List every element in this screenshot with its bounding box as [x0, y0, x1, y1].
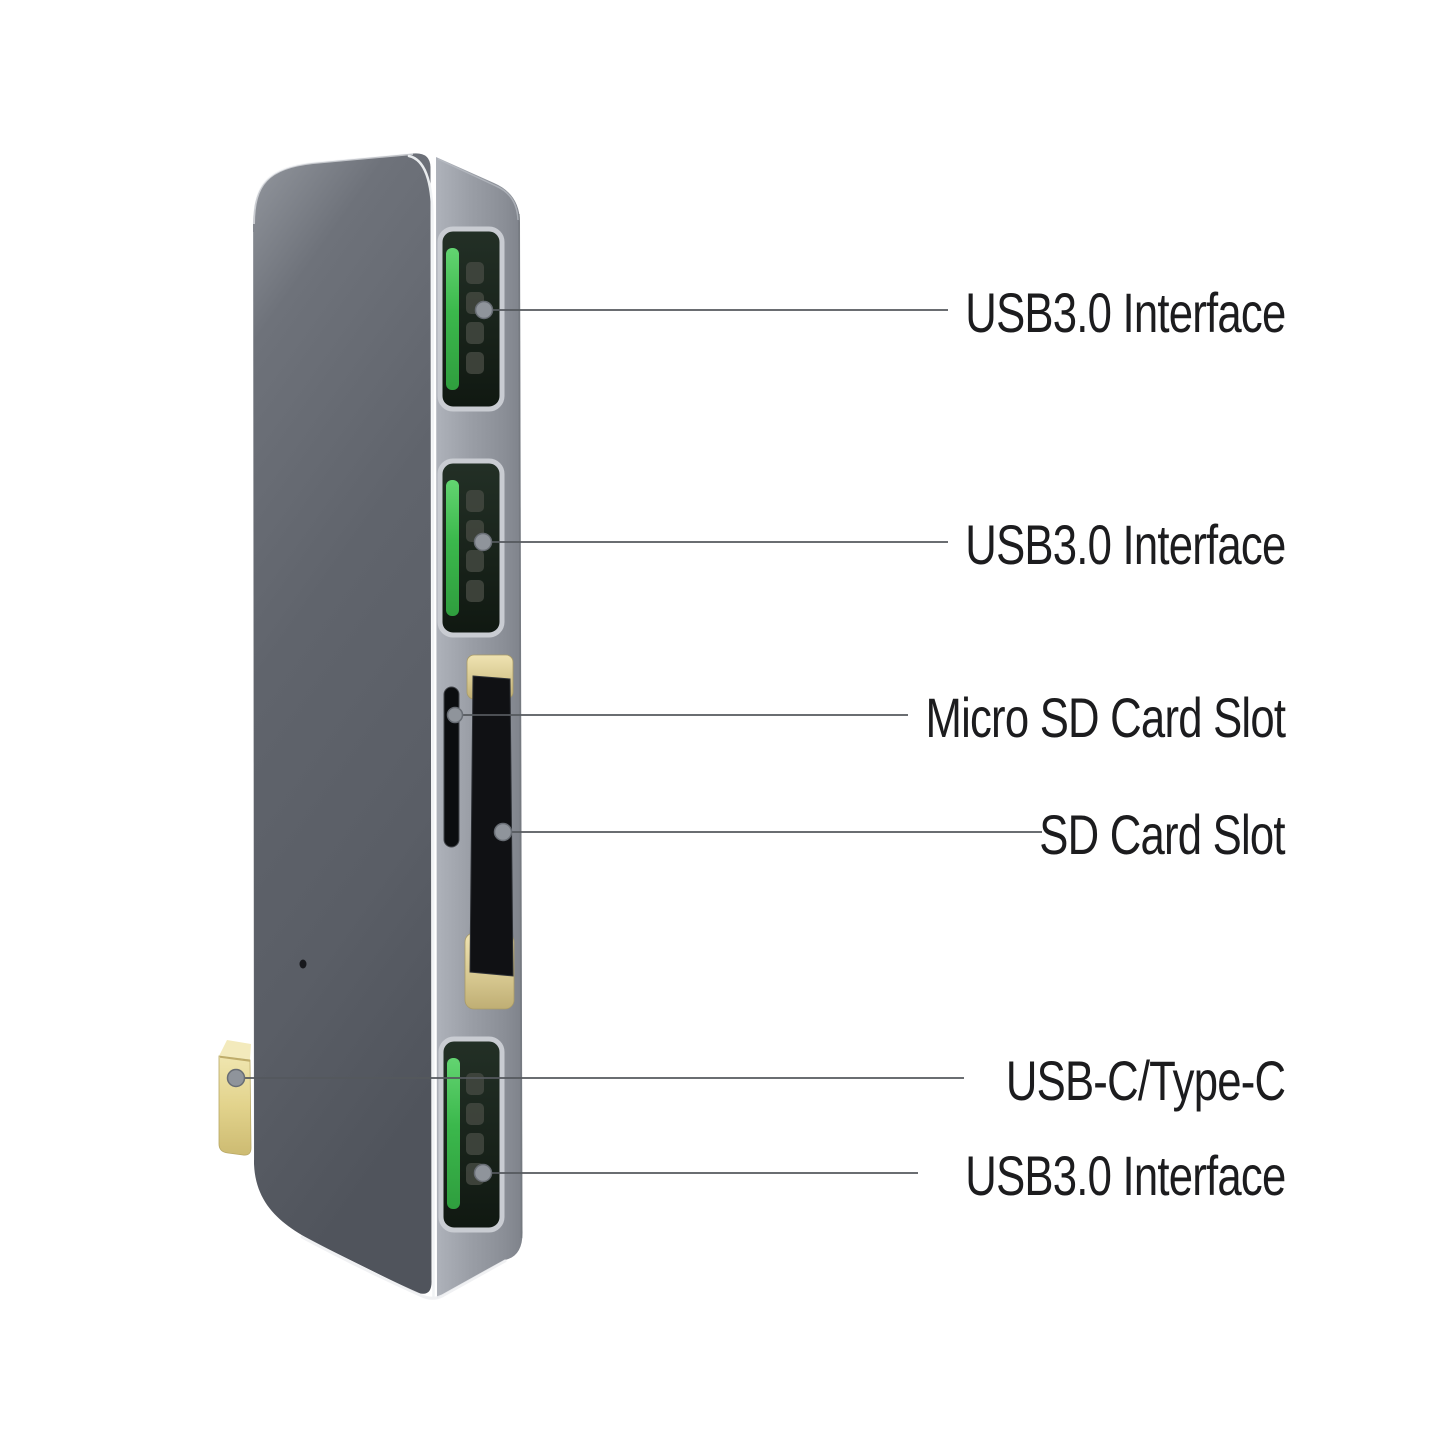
- callout-dot-usb-c: [226, 1068, 246, 1088]
- back-edge-shade: [518, 213, 523, 1239]
- callout-dot-usb3-middle: [473, 532, 493, 552]
- micro-sd-slot: [443, 686, 460, 848]
- callout-label-sd: SD Card Slot: [1039, 803, 1285, 866]
- usb-port-green-tab: [446, 248, 459, 390]
- usb-port-green-tab: [447, 1058, 460, 1209]
- callout-label-usb-c: USB-C/Type-C: [1005, 1049, 1286, 1112]
- usb-c-plug: [218, 1040, 252, 1156]
- side-top-crease: [437, 158, 519, 221]
- callouts: [236, 309, 1042, 1174]
- sd-card: [469, 675, 514, 977]
- left-edge-highlight: [252, 231, 255, 1161]
- callout-label-usb3-middle: USB3.0 Interface: [964, 513, 1286, 576]
- usb3-port-top: [437, 226, 505, 412]
- usb-c-plug-bevel: [219, 1040, 251, 1060]
- front-face: [253, 153, 432, 1294]
- usb-port-green-tab: [446, 480, 459, 616]
- callout-dots: [226, 300, 513, 1183]
- usb-contact-pins: [466, 490, 484, 602]
- top-edge-highlight: [253, 153, 414, 225]
- usb3-port-middle: [437, 458, 505, 638]
- led-indicator-hole: [299, 959, 307, 969]
- callout-label-usb3-top: USB3.0 Interface: [964, 281, 1286, 344]
- usb3-port-bottom: [438, 1036, 505, 1233]
- callout-dot-micro-sd: [446, 706, 464, 724]
- callout-label-usb3-bottom: USB3.0 Interface: [964, 1144, 1286, 1207]
- callout-dot-usb3-top: [474, 300, 494, 320]
- hub-device: [218, 153, 523, 1300]
- callout-dot-usb3-bottom: [473, 1163, 493, 1183]
- usb-c-plug-seam: [219, 1056, 251, 1062]
- sd-card-slot: [464, 654, 515, 1010]
- callout-dot-sd: [493, 822, 513, 842]
- bottom-edge-highlight: [300, 1235, 507, 1300]
- callout-label-micro-sd: Micro SD Card Slot: [925, 686, 1286, 749]
- front-side-edge-highlight: [407, 154, 435, 1298]
